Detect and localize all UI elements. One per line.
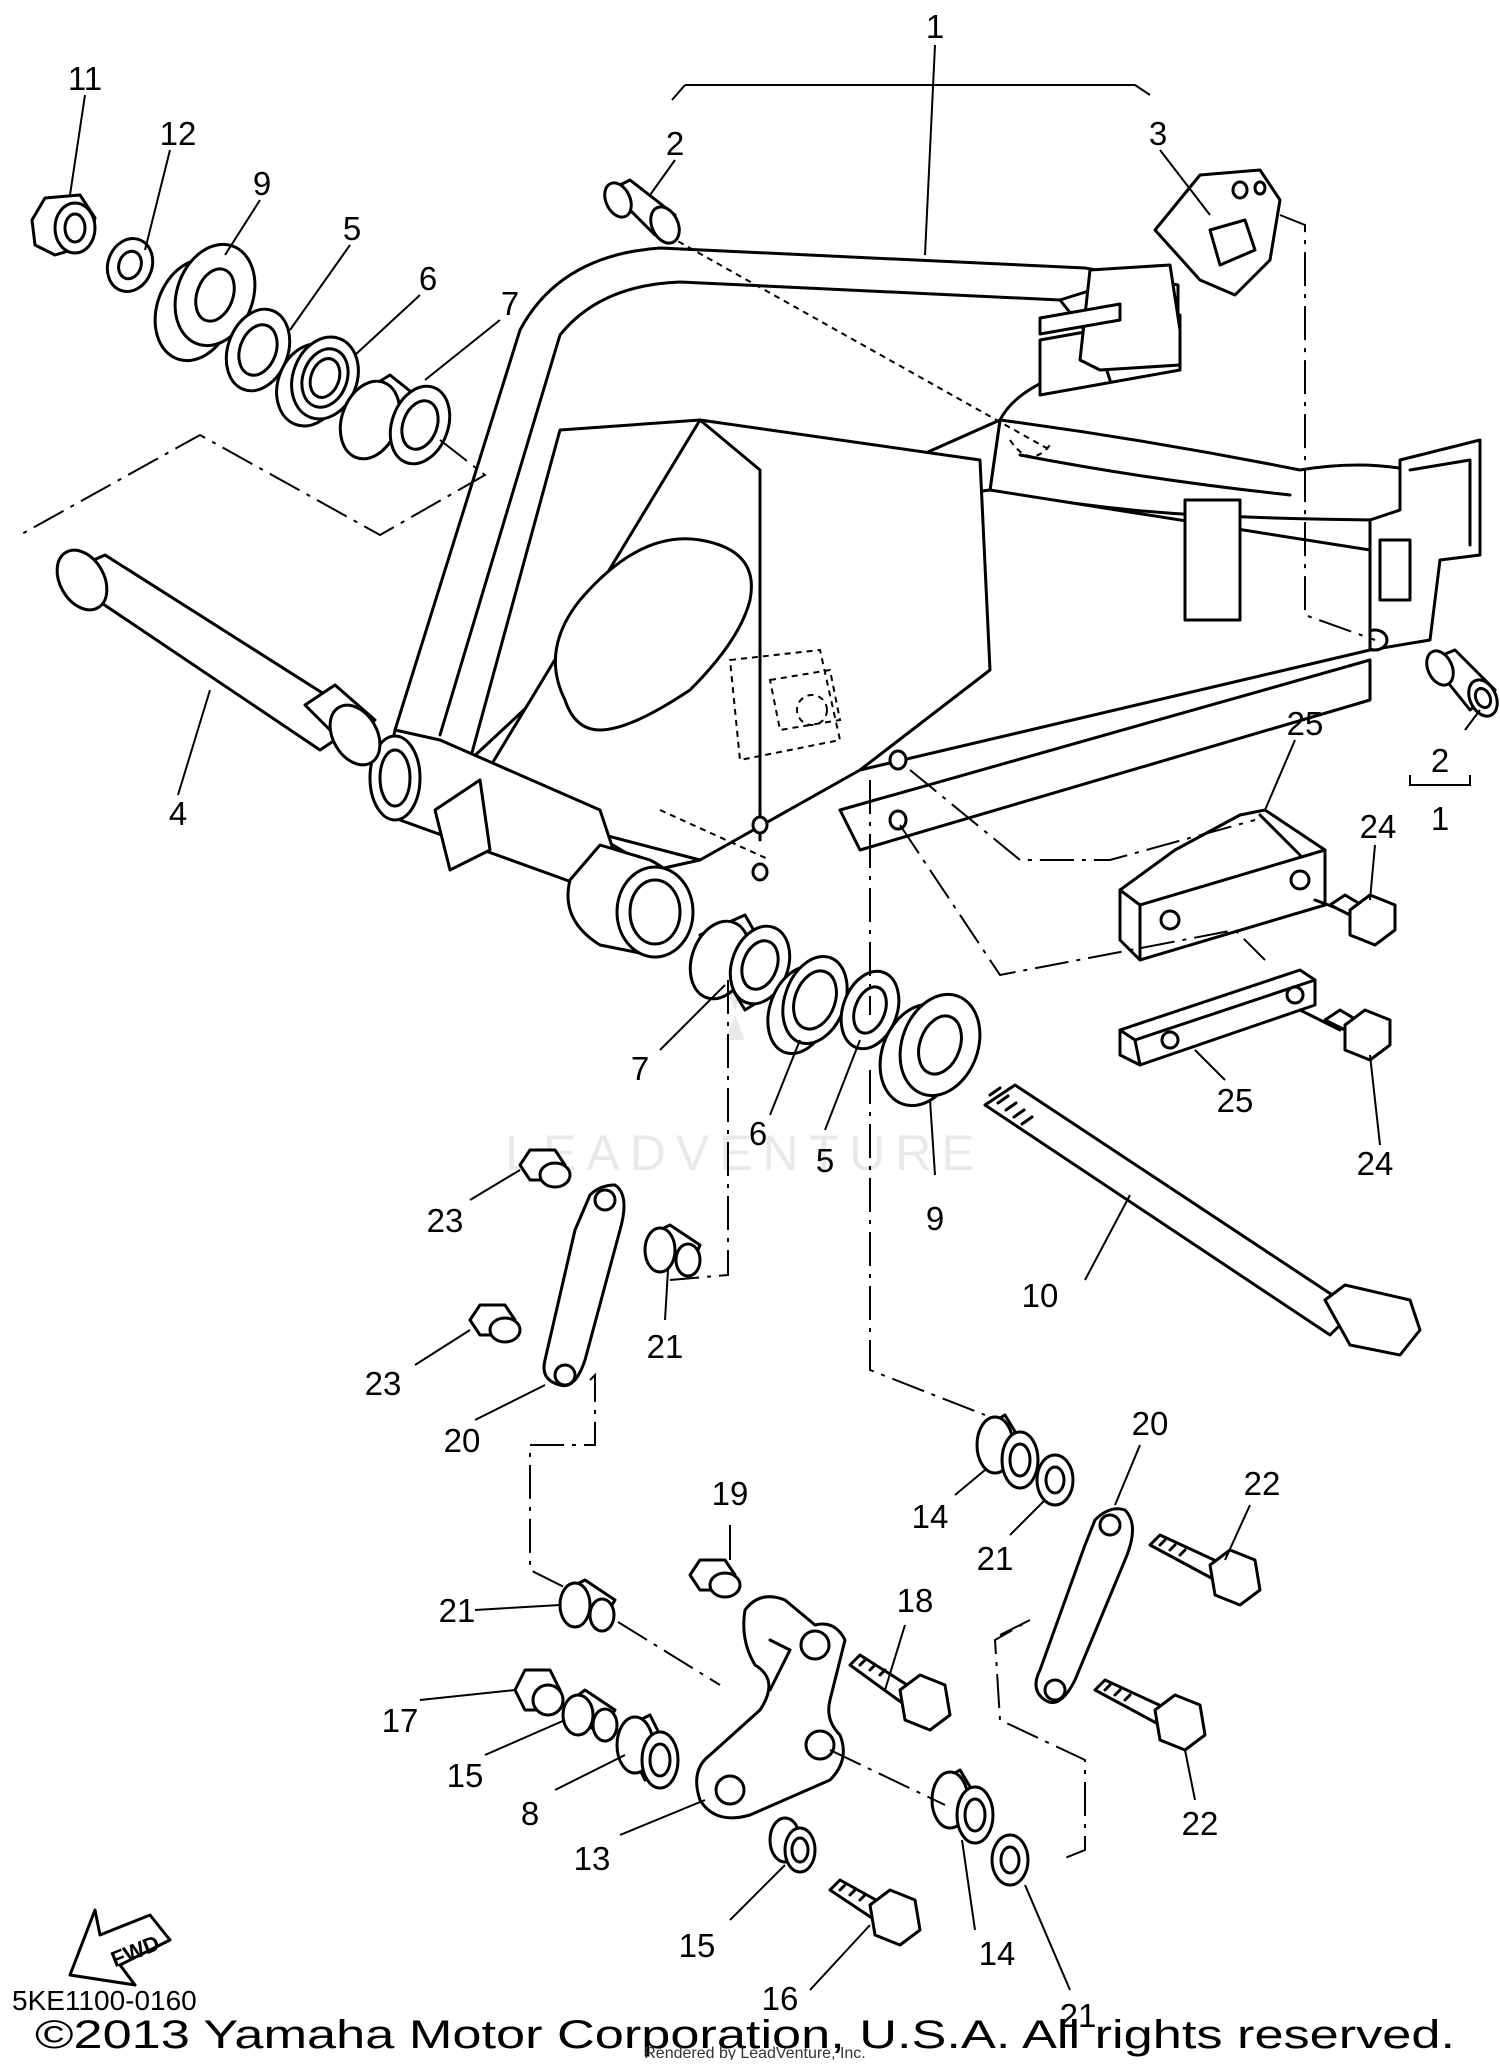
part-22-bolt-lower xyxy=(1093,1678,1207,1752)
part-2-collar-right xyxy=(1425,648,1499,718)
part-7-bearing-mid xyxy=(688,913,792,1012)
part-13-relay-arm xyxy=(695,1595,847,1820)
callout-14-lower: 14 xyxy=(979,1935,1016,1972)
part-23-nut-top xyxy=(518,1148,572,1189)
callout-2-top: 2 xyxy=(666,125,684,162)
part-21-collar-upper xyxy=(643,1223,702,1278)
part-5-washer xyxy=(224,307,292,393)
part-16-bolt xyxy=(828,1878,922,1947)
callout-8: 8 xyxy=(521,1795,539,1832)
part-11-nut xyxy=(30,193,97,257)
callout-17: 17 xyxy=(382,1702,419,1739)
callout-21-left: 21 xyxy=(439,1592,476,1629)
callout-24-top: 24 xyxy=(1360,808,1397,845)
part-19-nut xyxy=(688,1558,742,1599)
watermark-text: LEADVENTURE xyxy=(505,1125,985,1181)
part-18-bolt xyxy=(848,1653,952,1732)
part-10-pivot-bolt xyxy=(983,1083,1422,1357)
part-15-collar-lower xyxy=(768,1816,817,1874)
part-9-collar-mid xyxy=(878,992,982,1108)
callout-2-right: 2 xyxy=(1431,742,1449,779)
part-3-bracket xyxy=(1153,168,1376,641)
callout-16: 16 xyxy=(762,1980,799,2017)
part-21-collar-right xyxy=(1035,1453,1075,1507)
callout-7-mid: 7 xyxy=(631,1050,649,1087)
copyright-text: ©2013 Yamaha Motor Corporation, U.S.A. A… xyxy=(35,2013,1455,2057)
part-15-collar-upper xyxy=(561,1688,619,1743)
part-23-nut-bottom xyxy=(468,1303,522,1344)
drawing-number: 5KE1100-0160 xyxy=(12,1985,197,2016)
part-24-bolt-lower xyxy=(1298,1008,1392,1062)
part-20-link-arm-left xyxy=(542,1183,626,1388)
part-14-bearing-lower xyxy=(930,1768,995,1845)
callout-3: 3 xyxy=(1149,115,1167,152)
callout-7-top: 7 xyxy=(501,285,519,322)
part-21-collar-bottom xyxy=(990,1833,1030,1887)
part-4-pivot-shaft xyxy=(55,548,382,796)
callout-21-upper: 21 xyxy=(647,1328,684,1365)
part-25-lower-guard xyxy=(1118,968,1317,1067)
callout-25-bottom: 25 xyxy=(1217,1082,1254,1119)
callout-21-bottom: 21 xyxy=(1060,1997,1097,2034)
swingarm xyxy=(368,219,1482,959)
callout-23-top: 23 xyxy=(427,1202,464,1239)
callout-5-top: 5 xyxy=(343,210,361,247)
callout-25-top: 25 xyxy=(1287,705,1324,742)
callout-6-top: 6 xyxy=(419,260,437,297)
part-21-collar-left xyxy=(558,1578,617,1633)
part-24-bolt-upper xyxy=(1313,893,1397,947)
part-22-bolt-upper xyxy=(1148,1533,1262,1607)
callout-24-bottom: 24 xyxy=(1357,1145,1394,1182)
part-9-collar xyxy=(153,242,257,363)
callout-18: 18 xyxy=(897,1582,934,1619)
callout-14-upper: 14 xyxy=(912,1498,949,1535)
callout-6-mid: 6 xyxy=(749,1115,767,1152)
leader-lines xyxy=(69,44,1481,1991)
callout-13: 13 xyxy=(574,1840,611,1877)
callout-9-mid: 9 xyxy=(926,1200,944,1237)
callout-1-top: 1 xyxy=(926,8,944,45)
callout-22-upper: 22 xyxy=(1244,1465,1281,1502)
part-7-bearing xyxy=(338,373,452,466)
part-12-washer xyxy=(105,237,155,293)
callout-15-lower: 15 xyxy=(679,1927,716,1964)
part-8-bearing xyxy=(615,1713,680,1790)
callout-21-right: 21 xyxy=(977,1540,1014,1577)
callout-19: 19 xyxy=(712,1475,749,1512)
part-20-link-arm-right xyxy=(1034,1507,1134,1704)
footer: 5KE1100-0160 ©2013 Yamaha Motor Corporat… xyxy=(12,1985,1455,2062)
upper-left-hardware xyxy=(19,193,487,537)
callout-10: 10 xyxy=(1022,1277,1059,1314)
part-2-collar-top xyxy=(603,178,681,245)
callout-20-left: 20 xyxy=(444,1422,481,1459)
callout-15-upper: 15 xyxy=(447,1757,484,1794)
callout-20-right: 20 xyxy=(1132,1405,1169,1442)
part-14-bearing-upper xyxy=(975,1413,1040,1490)
part-25-upper-guard xyxy=(1118,808,1327,962)
callout-9-top: 9 xyxy=(253,165,271,202)
part-6-oil-seal xyxy=(275,335,360,428)
callout-1-right: 1 xyxy=(1431,800,1449,837)
callout-4: 4 xyxy=(169,795,187,832)
part-17-nut xyxy=(513,1668,565,1717)
callouts: 1 2 3 11 12 9 5 6 7 4 2 1 25 24 25 24 7 … xyxy=(68,8,1449,2034)
callout-12: 12 xyxy=(160,115,197,152)
rendered-by-text: Rendered by LeadVenture, Inc. xyxy=(644,2045,866,2060)
fwd-arrow-icon: FWD xyxy=(68,1908,172,1987)
callout-5-mid: 5 xyxy=(816,1142,834,1179)
callout-11: 11 xyxy=(68,60,102,97)
callout-23-bottom: 23 xyxy=(365,1365,402,1402)
callout-22-lower: 22 xyxy=(1182,1805,1219,1842)
